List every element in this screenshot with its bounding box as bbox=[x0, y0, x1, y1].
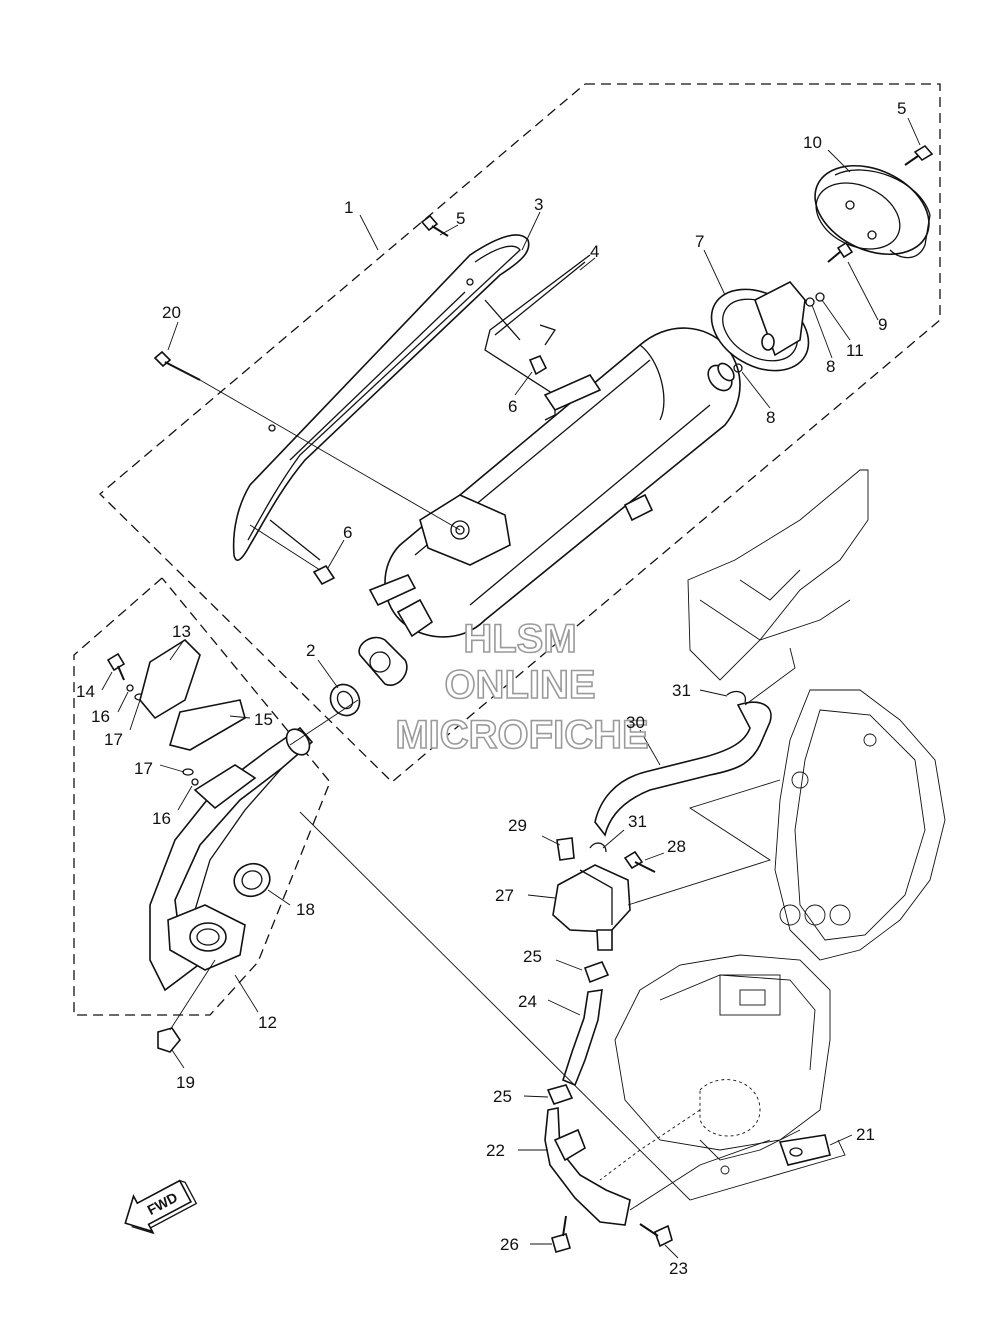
watermark-line-2: ONLINE bbox=[444, 663, 595, 707]
callout-11: 11 bbox=[846, 341, 864, 360]
callout-12: 12 bbox=[258, 1013, 277, 1032]
muffler-assembly-dash-outline bbox=[99, 83, 941, 783]
callout-5-cover: 5 bbox=[897, 99, 906, 118]
callout-9: 9 bbox=[878, 315, 887, 334]
exhaust-pipe-assembly-dash-outline bbox=[73, 577, 331, 1016]
callout-2: 2 bbox=[306, 641, 315, 660]
pipe-protector-part bbox=[139, 638, 246, 751]
callout-21: 21 bbox=[856, 1125, 875, 1144]
fasteners bbox=[106, 144, 934, 1053]
callout-3: 3 bbox=[534, 195, 543, 214]
callout-labels: 1 2 3 4 5 5 6 6 7 8 8 9 10 11 12 13 14 1… bbox=[76, 99, 906, 1278]
callout-8-upper: 8 bbox=[826, 357, 835, 376]
air-hose-assembly bbox=[544, 690, 831, 1253]
callout-27: 27 bbox=[495, 886, 514, 905]
callout-30: 30 bbox=[626, 713, 645, 732]
forward-direction-arrow: FWD bbox=[124, 1179, 198, 1235]
callout-22: 22 bbox=[486, 1141, 505, 1160]
callout-1: 1 bbox=[344, 198, 353, 217]
leader-lines bbox=[101, 117, 921, 1259]
callout-8-lower: 8 bbox=[766, 408, 775, 427]
callout-16-lower: 16 bbox=[152, 809, 171, 828]
callout-14: 14 bbox=[76, 682, 95, 701]
engine-outline bbox=[599, 469, 946, 1181]
callout-15: 15 bbox=[254, 710, 273, 729]
callout-16-upper: 16 bbox=[91, 707, 110, 726]
callout-17-lower: 17 bbox=[134, 759, 153, 778]
callout-6-lower: 6 bbox=[343, 523, 352, 542]
callout-31-lower: 31 bbox=[628, 812, 647, 831]
callout-28: 28 bbox=[667, 837, 686, 856]
callout-17-upper: 17 bbox=[104, 730, 123, 749]
muffler-body-part bbox=[358, 327, 741, 686]
callout-18: 18 bbox=[296, 900, 315, 919]
callout-4: 4 bbox=[590, 242, 599, 261]
callout-10: 10 bbox=[803, 133, 822, 152]
watermark-line-3: MICROFICHE bbox=[395, 713, 648, 757]
callout-20: 20 bbox=[162, 303, 181, 322]
callout-19: 19 bbox=[176, 1073, 195, 1092]
rear-cap-part bbox=[710, 280, 810, 372]
bracket-part bbox=[484, 254, 591, 421]
watermark-line-1: HLSM bbox=[463, 617, 576, 661]
end-cover-part bbox=[814, 164, 931, 259]
watermark: HLSM ONLINE MICROFICHE bbox=[395, 616, 650, 758]
callout-6-upper: 6 bbox=[508, 397, 517, 416]
callout-29: 29 bbox=[508, 816, 527, 835]
callout-25-lower: 25 bbox=[493, 1087, 512, 1106]
callout-5-shield: 5 bbox=[456, 209, 465, 228]
callout-26: 26 bbox=[500, 1235, 519, 1254]
callout-7: 7 bbox=[695, 232, 704, 251]
gasket-part bbox=[233, 862, 271, 898]
exhaust-pipe-part bbox=[149, 726, 314, 992]
callout-25-upper: 25 bbox=[523, 947, 542, 966]
callout-23: 23 bbox=[669, 1259, 688, 1278]
callout-31-upper: 31 bbox=[672, 681, 691, 700]
callout-13: 13 bbox=[172, 622, 191, 641]
callout-24: 24 bbox=[518, 992, 537, 1011]
